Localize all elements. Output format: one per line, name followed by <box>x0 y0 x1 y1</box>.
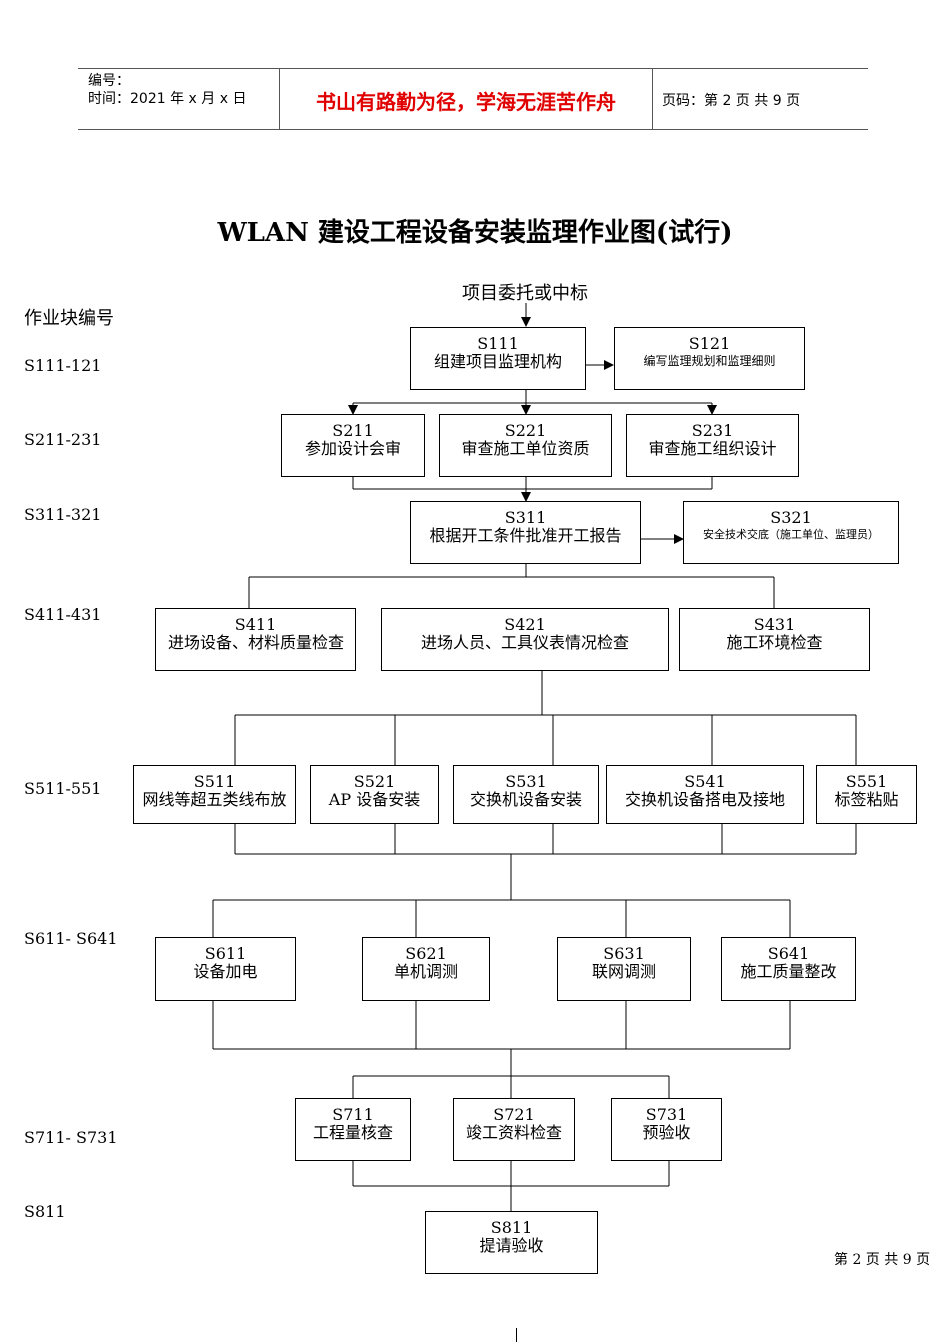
box-label: 网线等超五类线布放 <box>142 790 287 809</box>
row-label-4: S411-431 <box>24 605 102 624</box>
row-label-7: S711- S731 <box>24 1128 118 1147</box>
box-code: S531 <box>505 772 547 791</box>
row-label-3: S311-321 <box>24 505 102 524</box>
box-s611: S611 设备加电 <box>155 937 296 1001</box>
box-s231: S231 审查施工组织设计 <box>626 414 799 477</box>
box-s321: S321 安全技术交底（施工单位、监理员） <box>683 501 899 564</box>
box-code: S311 <box>504 508 547 527</box>
page-title: WLAN 建设工程设备安装监理作业图(试行) <box>217 218 733 248</box>
box-label: 交换机设备搭电及接地 <box>624 790 785 809</box>
box-code: S731 <box>645 1105 688 1124</box>
box-s641: S641 施工质量整改 <box>721 937 856 1001</box>
box-label: 竣工资料检查 <box>465 1123 562 1142</box>
box-s221: S221 审查施工单位资质 <box>439 414 612 477</box>
column-header: 作业块编号 <box>24 308 114 329</box>
bottom-tick-mark <box>516 1328 517 1342</box>
header-divider-1 <box>279 68 280 129</box>
box-s431: S431 施工环境检查 <box>679 608 870 671</box>
box-label: 提请验收 <box>479 1236 544 1255</box>
box-s711: S711 工程量核查 <box>295 1098 411 1161</box>
box-code: S521 <box>353 772 396 791</box>
box-code: S121 <box>688 334 731 353</box>
box-s541: S541 交换机设备搭电及接地 <box>606 765 804 824</box>
box-label: 工程量核查 <box>312 1123 393 1142</box>
box-label: 进场人员、工具仪表情况检查 <box>420 633 629 652</box>
box-code: S721 <box>493 1105 535 1124</box>
box-s621: S621 单机调测 <box>362 937 490 1001</box>
box-s211: S211 参加设计会审 <box>281 414 425 477</box>
box-s721: S721 竣工资料检查 <box>453 1098 575 1161</box>
box-code: S411 <box>234 615 277 634</box>
box-s121: S121 编写监理规划和监理细则 <box>614 327 805 390</box>
box-s511: S511 网线等超五类线布放 <box>133 765 296 824</box>
header-bottom-rule <box>78 129 868 130</box>
box-label: 进场设备、材料质量检查 <box>168 633 345 652</box>
row-label-2: S211-231 <box>24 430 102 449</box>
box-label: 单机调测 <box>393 962 458 981</box>
box-s631: S631 联网调测 <box>557 937 691 1001</box>
box-label: 预验收 <box>642 1123 691 1142</box>
box-label: 标签粘贴 <box>834 790 899 809</box>
row-label-6: S611- S641 <box>24 929 118 948</box>
box-code: S511 <box>193 772 236 791</box>
box-label: 根据开工条件批准开工报告 <box>429 526 622 545</box>
box-s521: S521 AP 设备安装 <box>310 765 439 824</box>
start-label: 项目委托或中标 <box>462 283 588 304</box>
row-label-1: S111-121 <box>24 356 102 375</box>
box-code: S211 <box>332 421 374 440</box>
doc-number-label: 编号： <box>88 73 130 89</box>
box-label: 施工环境检查 <box>726 633 823 652</box>
box-label: 安全技术交底（施工单位、监理员） <box>703 528 879 541</box>
box-code: S221 <box>504 421 547 440</box>
box-code: S541 <box>684 772 726 791</box>
box-s111: S111 组建项目监理机构 <box>410 327 586 390</box>
box-label: 施工质量整改 <box>740 962 837 981</box>
box-s411: S411 进场设备、材料质量检查 <box>155 608 356 671</box>
box-s531: S531 交换机设备安装 <box>453 765 599 824</box>
box-code: S111 <box>477 334 519 353</box>
box-code: S321 <box>770 508 812 527</box>
box-s811: S811 提请验收 <box>425 1211 598 1274</box>
box-s551: S551 标签粘贴 <box>816 765 917 824</box>
header-top-rule <box>78 68 868 69</box>
box-code: S811 <box>490 1218 533 1237</box>
box-label: 审查施工组织设计 <box>648 439 777 458</box>
header-divider-2 <box>652 68 653 129</box>
box-label: 审查施工单位资质 <box>461 439 590 458</box>
box-label: 设备加电 <box>193 962 258 981</box>
box-label: AP 设备安装 <box>328 790 421 809</box>
page-info: 页码：第 2 页 共 9 页 <box>662 93 801 109</box>
box-code: S431 <box>753 615 796 634</box>
box-code: S631 <box>603 944 645 963</box>
row-label-5: S511-551 <box>24 779 102 798</box>
footer-page-number: 第 2 页 共 9 页 <box>834 1252 931 1268</box>
row-label-8: S811 <box>24 1202 66 1221</box>
box-s731: S731 预验收 <box>611 1098 722 1161</box>
box-label: 交换机设备安装 <box>469 790 582 809</box>
box-code: S641 <box>767 944 810 963</box>
box-code: S421 <box>504 615 546 634</box>
box-label: 编写监理规划和监理细则 <box>643 354 776 368</box>
box-code: S611 <box>204 944 247 963</box>
box-code: S551 <box>845 772 888 791</box>
box-s311: S311 根据开工条件批准开工报告 <box>410 501 641 564</box>
box-code: S621 <box>405 944 447 963</box>
box-label: 参加设计会审 <box>304 439 401 458</box>
doc-time-label: 时间：2021 年 x 月 x 日 <box>88 91 247 107</box>
box-label: 组建项目监理机构 <box>433 352 562 371</box>
header-motto: 书山有路勤为径，学海无涯苦作舟 <box>316 90 616 114</box>
box-code: S231 <box>691 421 734 440</box>
box-label: 联网调测 <box>591 962 656 981</box>
box-code: S711 <box>332 1105 374 1124</box>
box-s421: S421 进场人员、工具仪表情况检查 <box>381 608 669 671</box>
